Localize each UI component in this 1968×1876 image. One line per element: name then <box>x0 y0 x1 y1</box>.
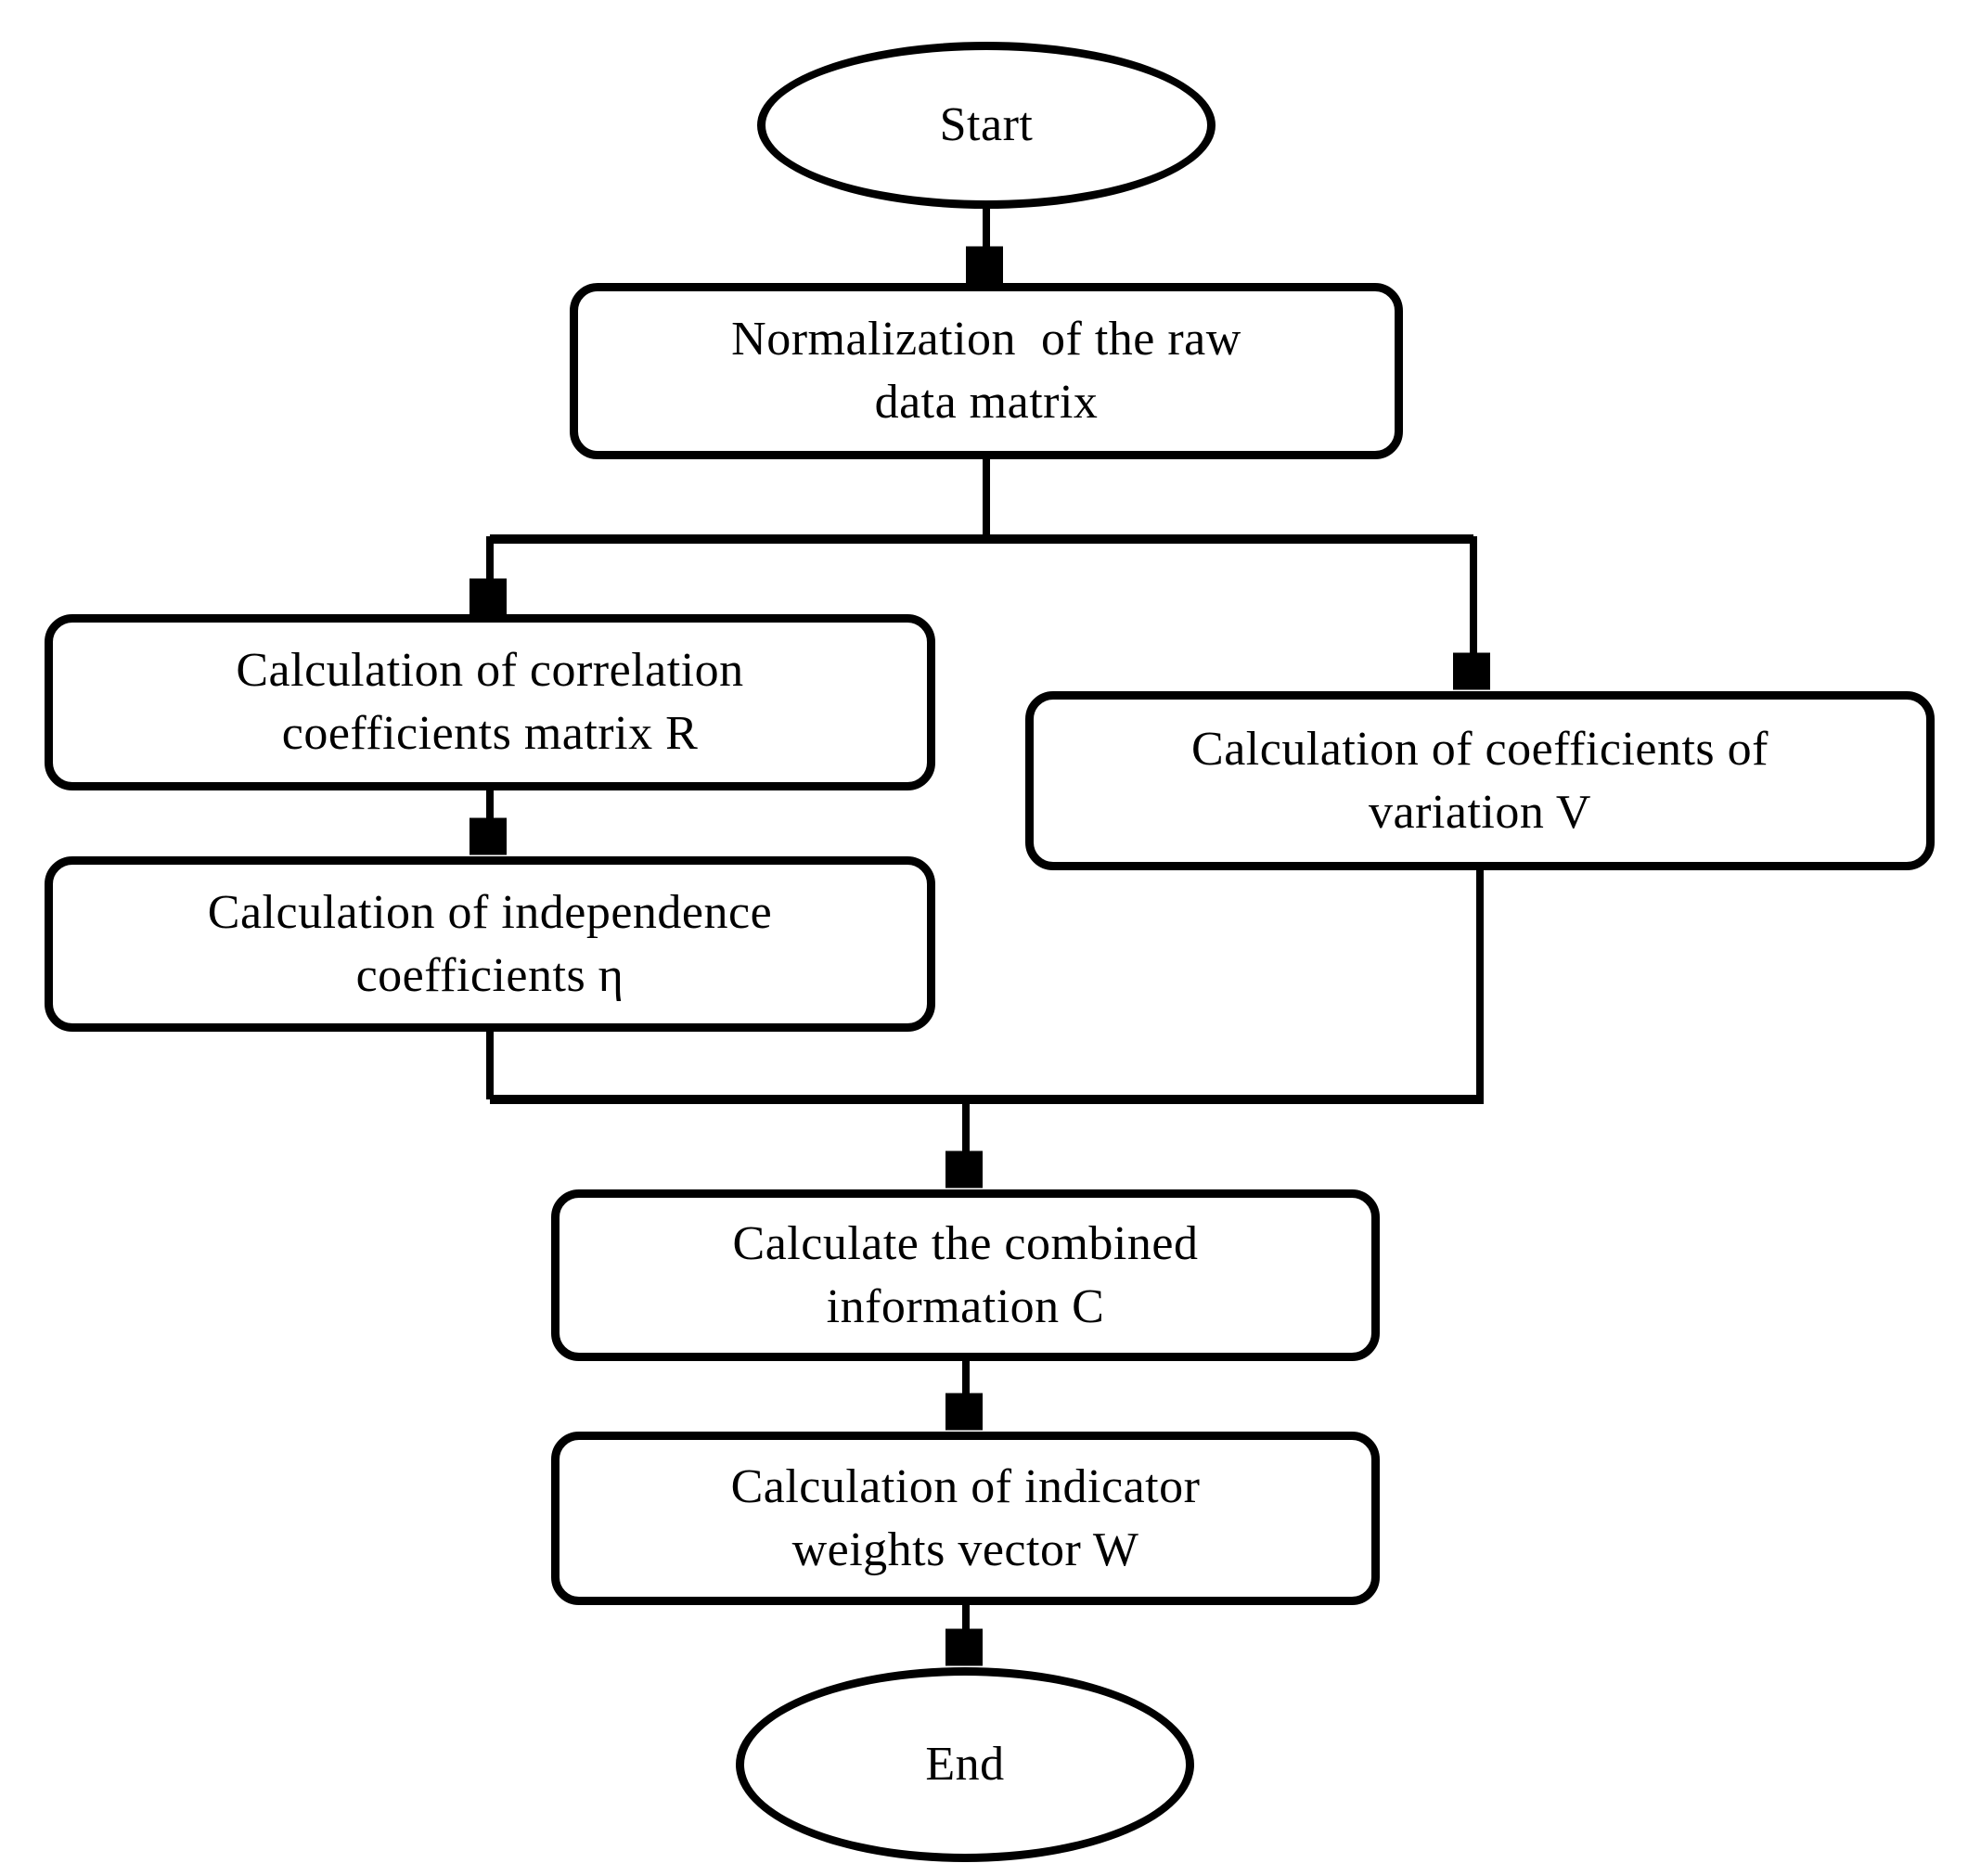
node-label: Start <box>940 94 1034 157</box>
node-label-line: information C <box>826 1279 1105 1333</box>
flow-node-variation: Calculation of coefficients of variation… <box>1025 691 1935 870</box>
node-label-line: weights vector W <box>791 1523 1139 1576</box>
node-label-line: coefficients η <box>355 948 624 1002</box>
node-label-line: End <box>925 1738 1005 1791</box>
node-label-line: Calculation of indicator <box>730 1459 1201 1513</box>
node-label-line: Normalization of the raw <box>731 313 1241 366</box>
flow-node-end: End <box>736 1667 1194 1862</box>
node-label: Normalization of the raw data matrix <box>731 308 1241 434</box>
node-label: Calculation of indicator weights vector … <box>731 1456 1201 1582</box>
node-label-line: Calculation of correlation <box>236 644 744 697</box>
flow-node-independence: Calculation of independence coefficients… <box>45 856 935 1032</box>
node-label-line: Start <box>939 98 1034 151</box>
node-label-line: data matrix <box>874 376 1099 429</box>
node-label: Calculate the combined information C <box>733 1213 1199 1339</box>
node-label: End <box>925 1733 1004 1796</box>
flow-node-normalization: Normalization of the raw data matrix <box>570 283 1403 459</box>
flow-node-correlation: Calculation of correlation coefficients … <box>45 614 935 790</box>
flow-node-start: Start <box>757 42 1216 209</box>
flow-node-weights: Calculation of indicator weights vector … <box>551 1432 1380 1605</box>
node-label-line: coefficients matrix R <box>281 707 699 760</box>
node-label-line: Calculate the combined <box>732 1216 1199 1270</box>
node-label: Calculation of independence coefficients… <box>208 881 772 1008</box>
node-label: Calculation of correlation coefficients … <box>236 639 743 765</box>
node-label: Calculation of coefficients of variation… <box>1191 718 1769 844</box>
node-label-line: Calculation of independence <box>207 885 773 939</box>
node-label-line: variation V <box>1369 785 1591 839</box>
node-label-line: Calculation of coefficients of <box>1191 722 1769 776</box>
flow-node-combined: Calculate the combined information C <box>551 1189 1380 1361</box>
